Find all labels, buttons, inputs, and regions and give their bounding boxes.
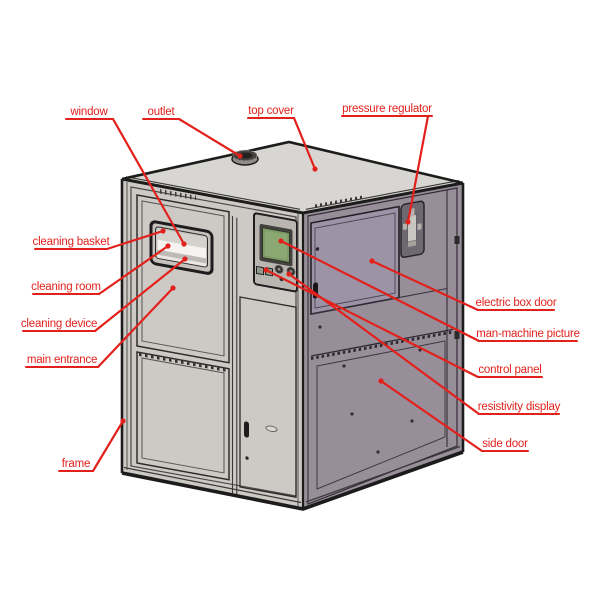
- door-vent-ticks: [160, 189, 196, 201]
- door-handle-slot: [244, 421, 249, 438]
- electric-box-door-inner-line: [314, 212, 396, 309]
- top-rim-right: [305, 180, 460, 210]
- side-face-skewed-details: [310, 195, 453, 361]
- cleaning-room-endpoint: [165, 243, 171, 249]
- lower-door-inner-line: [141, 357, 225, 474]
- cleaning-basket-leader: [105, 229, 165, 251]
- side-door-leader: [379, 379, 484, 453]
- label-outlet: outlet: [148, 106, 176, 118]
- lcd-screen-glare: [265, 230, 287, 260]
- label-resistivity-display: resistivity display: [478, 401, 561, 413]
- label-side-door: side door: [482, 438, 528, 450]
- side-door-panel: [316, 340, 446, 490]
- side-hinge-strip-ticks: [311, 330, 453, 361]
- pressure-regulator-recess: [400, 200, 425, 259]
- electric-door-screw: [315, 247, 320, 251]
- regulator-base: [408, 240, 416, 248]
- main-entrance-endpoint: [170, 285, 176, 291]
- annotation-pressure-regulator: pressure regulator: [341, 103, 433, 225]
- outlet-endpoint: [237, 153, 243, 159]
- label-cleaning-basket: cleaning basket: [33, 236, 111, 248]
- upper-door-panel: [136, 194, 230, 364]
- frame-leader: [91, 419, 125, 473]
- annotation-top-cover: top cover: [247, 105, 318, 172]
- top-face: [122, 142, 463, 213]
- top-cover-leader: [292, 116, 317, 171]
- silhouette-top: [121, 140, 464, 185]
- control-panel-leader: [264, 268, 480, 379]
- pressure-regulator-leader: [406, 114, 430, 224]
- lower-door-hinge-ticks: [139, 353, 227, 372]
- annotation-man-machine-picture: man-machine picture: [278, 238, 580, 343]
- upper-door-inner-line: [141, 200, 225, 357]
- man-machine-picture-endpoint: [278, 238, 284, 244]
- man-machine-picture-leader: [279, 239, 481, 343]
- label-frame: frame: [62, 458, 90, 470]
- column-door-panel: [239, 296, 297, 498]
- screw: [410, 419, 414, 423]
- lower-door-panel: [136, 351, 230, 481]
- window-endpoint: [181, 241, 187, 247]
- outlet-leader: [177, 117, 242, 158]
- top-rim-front: [125, 176, 301, 210]
- resistivity-display-leader: [287, 272, 481, 416]
- cleaning-basket-endpoint: [160, 228, 166, 234]
- screw: [342, 364, 346, 368]
- glass-strip-basket: [157, 249, 206, 264]
- cleaning-device-leader: [93, 257, 187, 333]
- base-inner-line-side: [305, 445, 461, 503]
- cleaning-device-endpoint: [182, 256, 188, 262]
- label-pressure-regulator: pressure regulator: [342, 103, 432, 115]
- pressure-regulator-endpoint: [405, 219, 411, 225]
- panel-button-1: [256, 265, 264, 276]
- annotation-side-door: side door: [378, 378, 529, 453]
- annotations: window outlet top cover pressure regulat…: [21, 103, 580, 473]
- side-upper-seam: [311, 287, 447, 315]
- side-hinge-mark-top: [454, 236, 460, 244]
- label-cleaning-device: cleaning device: [21, 318, 97, 330]
- annotation-cleaning-basket: cleaning basket: [33, 228, 166, 251]
- side-door-endpoint: [378, 378, 384, 384]
- side-hinge-mark-bottom: [454, 331, 460, 339]
- screw: [318, 325, 322, 329]
- frame-endpoint: [120, 418, 126, 424]
- screw: [350, 412, 354, 416]
- column-door-screw: [245, 456, 249, 460]
- label-cleaning-room: cleaning room: [31, 281, 101, 293]
- main-entrance-leader: [96, 286, 175, 369]
- annotation-window: window: [65, 106, 187, 247]
- front-face-details: [130, 186, 298, 498]
- electric-box-door-panel: [310, 205, 400, 315]
- annotation-outlet: outlet: [142, 106, 243, 159]
- screw: [376, 450, 380, 454]
- electric-box-door-endpoint: [369, 258, 375, 264]
- regulator-arm-left: [403, 223, 407, 230]
- annotation-cleaning-device: cleaning device: [21, 256, 188, 333]
- label-man-machine-picture: man-machine picture: [476, 328, 580, 340]
- annotation-cleaning-room: cleaning room: [31, 243, 171, 296]
- outlet-hatch: [232, 149, 258, 162]
- annotation-control-panel: control panel: [263, 267, 543, 379]
- cleaning-room-leader: [97, 244, 170, 296]
- regulator-arm-right: [417, 223, 422, 230]
- base-inner-line-front: [123, 466, 302, 504]
- annotation-electric-box-door: electric box door: [369, 258, 557, 312]
- top-cover-endpoint: [312, 166, 318, 172]
- label-window: window: [69, 106, 108, 118]
- resistivity-display-endpoint: [286, 271, 292, 277]
- label-control-panel: control panel: [478, 364, 541, 376]
- label-main-entrance: main entrance: [27, 354, 97, 366]
- control-panel-endpoint: [263, 267, 269, 273]
- door-lock-oval: [265, 425, 278, 433]
- label-electric-box-door: electric box door: [476, 297, 557, 309]
- label-top-cover: top cover: [248, 105, 294, 117]
- control-panel-unit: [253, 212, 298, 293]
- electric-box-door-leader: [370, 259, 480, 312]
- annotation-resistivity-display: resistivity display: [286, 271, 561, 416]
- panel-knob-1-center: [277, 267, 281, 271]
- window-leader: [111, 117, 186, 246]
- annotation-frame: frame: [58, 418, 126, 473]
- annotation-main-entrance: main entrance: [25, 285, 176, 369]
